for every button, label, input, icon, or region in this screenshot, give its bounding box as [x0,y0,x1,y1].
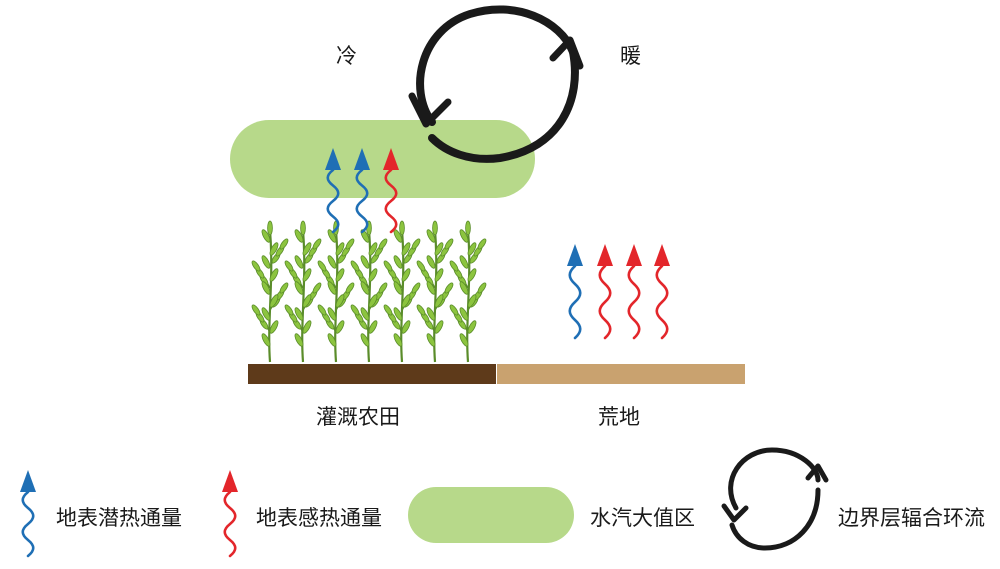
circulation-arrowheads [408,36,584,128]
barren-land-label: 荒地 [598,405,640,429]
crop-plant [284,220,322,363]
sensible-flux-arrow [626,244,642,340]
sensible-flux-arrow [597,244,613,340]
crop-plant [449,220,487,363]
crop-plant [317,220,355,363]
warm-label: 暖 [620,44,641,68]
sensible-legend-arrow [222,470,238,558]
legend-vapor-icon [408,487,574,543]
legend-sensible-arrow-icon [222,470,238,558]
latent-flux-arrow [567,244,583,340]
irrigated-flux-arrows [325,148,399,234]
legend-vapor-label: 水汽大值区 [590,506,695,530]
crop-plants [251,220,487,363]
sensible-flux-arrow [654,244,670,340]
legend-sensible-label: 地表感热通量 [256,506,382,530]
vapor-zone [230,120,535,198]
legend-circulation-icon [721,447,829,551]
legend-latent-arrow-icon [20,470,36,558]
crop-plant [350,220,388,363]
latent-flux-arrow [325,148,341,234]
latent-flux-arrow [354,148,370,234]
crop-plant [416,220,454,363]
latent-legend-arrow [20,470,36,558]
crop-plant [251,220,289,363]
crop-plant [383,220,421,363]
legend-latent-label: 地表潜热通量 [56,506,182,530]
legend-circulation-label: 边界层辐合环流 [838,506,985,530]
irrigated-soil [248,364,496,384]
barren-soil [497,364,745,384]
circulation-loop [416,5,579,163]
barren-flux-arrows [567,244,670,340]
sensible-flux-arrow [383,148,399,234]
cold-label: 冷 [336,44,357,68]
irrigated-farmland-label: 灌溉农田 [316,405,400,429]
